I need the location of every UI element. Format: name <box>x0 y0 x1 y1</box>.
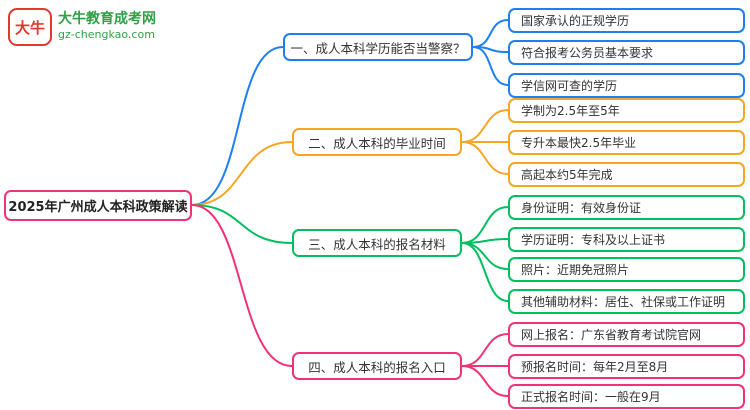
branch-1-node[interactable]: 一、成人本科学历能否当警察？ <box>283 33 473 61</box>
logo-wordmark: 大牛教育成考网 gz-chengkao.com <box>58 8 156 42</box>
site-name: 大牛教育成考网 <box>58 11 156 27</box>
branch-1-child-node[interactable]: 国家承认的正规学历 <box>508 8 745 33</box>
branch-3-node[interactable]: 三、成人本科的报名材料 <box>292 229 462 257</box>
logo-icon: 大牛 <box>8 8 52 46</box>
branch-3-child-node[interactable]: 学历证明：专科及以上证书 <box>508 227 745 252</box>
branch-1-child-node[interactable]: 学信网可查的学历 <box>508 73 745 98</box>
branch-4-child-node[interactable]: 正式报名时间：一般在9月 <box>508 384 745 409</box>
branch-2-node[interactable]: 二、成人本科的毕业时间 <box>292 128 462 156</box>
branch-2-child-node[interactable]: 高起本约5年完成 <box>508 162 745 187</box>
site-logo[interactable]: 大牛 大牛教育成考网 gz-chengkao.com <box>8 8 156 46</box>
branch-2-child-node[interactable]: 学制为2.5年至5年 <box>508 98 745 123</box>
branch-2-child-node[interactable]: 专升本最快2.5年毕业 <box>508 130 745 155</box>
branch-4-child-node[interactable]: 网上报名：广东省教育考试院官网 <box>508 322 745 347</box>
branch-1-child-node[interactable]: 符合报考公务员基本要求 <box>508 40 745 65</box>
branch-3-child-node[interactable]: 照片：近期免冠照片 <box>508 257 745 282</box>
logo-text: 大牛 <box>14 18 45 37</box>
branch-3-child-node[interactable]: 身份证明：有效身份证 <box>508 195 745 220</box>
branch-4-node[interactable]: 四、成人本科的报名入口 <box>292 352 462 380</box>
branch-4-child-node[interactable]: 预报名时间：每年2月至8月 <box>508 354 745 379</box>
branch-3-child-node[interactable]: 其他辅助材料：居住、社保或工作证明 <box>508 289 745 314</box>
root-node[interactable]: 2025年广州成人本科政策解读 <box>4 190 192 221</box>
site-url: gz-chengkao.com <box>58 28 155 41</box>
